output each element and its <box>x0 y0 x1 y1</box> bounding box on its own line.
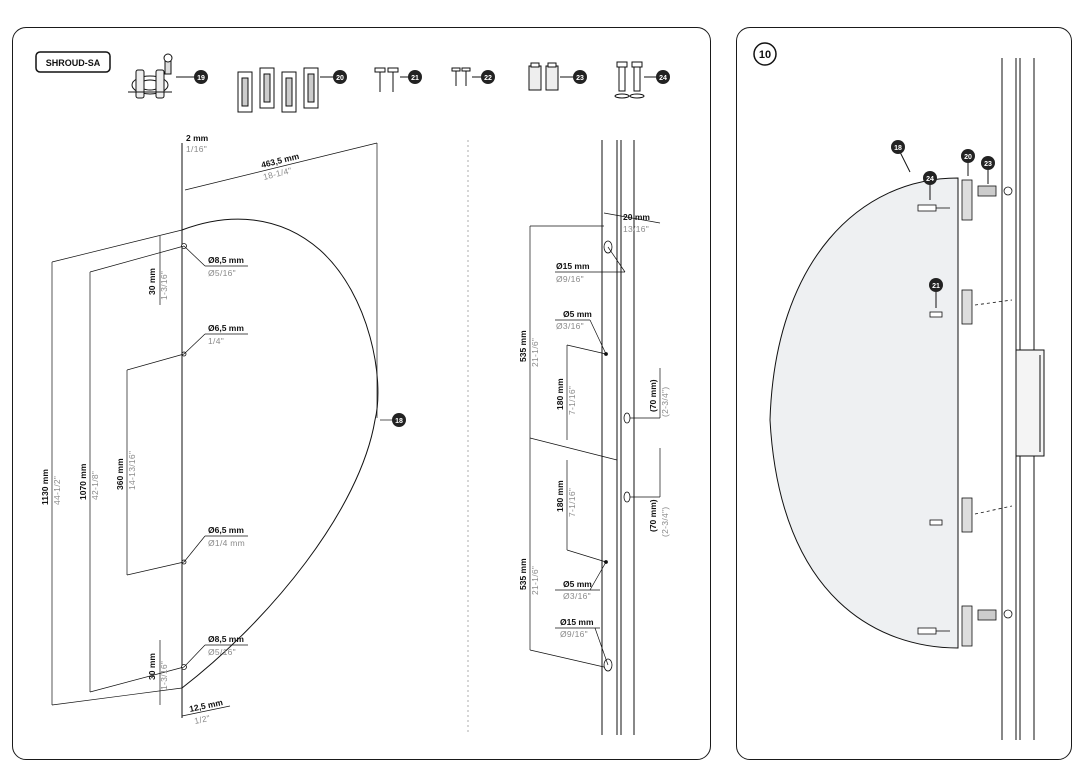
mid-dimension-lines <box>529 212 661 668</box>
callout-22: 22 <box>472 70 495 84</box>
svg-text:SHROUD-SA: SHROUD-SA <box>46 58 101 68</box>
svg-text:Ø5 mm: Ø5 mm <box>563 579 592 589</box>
svg-text:21: 21 <box>932 283 940 290</box>
svg-text:Ø5/16": Ø5/16" <box>208 268 236 278</box>
svg-text:Ø5/16": Ø5/16" <box>208 647 236 657</box>
callout-18-left: 18 <box>392 413 406 427</box>
left-dimension-lines <box>51 142 393 717</box>
svg-text:7-1/16": 7-1/16" <box>567 488 577 517</box>
svg-text:(2-3/4"): (2-3/4") <box>660 387 670 417</box>
svg-text:30 mm: 30 mm <box>147 268 157 295</box>
svg-text:10: 10 <box>759 49 771 61</box>
bolt-icons-24 <box>614 61 645 99</box>
svg-text:360 mm: 360 mm <box>115 458 125 490</box>
svg-text:42-1/8": 42-1/8" <box>90 471 100 500</box>
callout-24: 24 <box>644 70 670 84</box>
svg-text:18: 18 <box>395 418 403 425</box>
svg-text:18: 18 <box>894 145 902 152</box>
svg-text:7-1/16": 7-1/16" <box>567 386 577 415</box>
svg-text:Ø1/4 mm: Ø1/4 mm <box>208 538 245 548</box>
svg-text:22: 22 <box>484 75 492 82</box>
callout-20-right: 20 <box>961 149 975 176</box>
callout-19: 19 <box>176 70 208 84</box>
kit-label-badge: SHROUD-SA <box>35 51 111 73</box>
parts-callouts: 19 20 21 22 23 24 <box>176 70 670 84</box>
svg-text:30 mm: 30 mm <box>147 653 157 680</box>
spacer-plate-icons <box>237 67 319 113</box>
svg-text:24: 24 <box>659 75 667 82</box>
svg-text:23: 23 <box>576 75 584 82</box>
callout-18-right: 18 <box>891 140 911 173</box>
svg-text:19: 19 <box>197 75 205 82</box>
svg-text:(70 mm): (70 mm) <box>648 379 658 412</box>
svg-text:1/2": 1/2" <box>193 713 211 726</box>
svg-text:20: 20 <box>964 154 972 161</box>
svg-text:Ø9/16": Ø9/16" <box>560 629 588 639</box>
svg-text:Ø6,5 mm: Ø6,5 mm <box>208 525 244 535</box>
callout-23: 23 <box>560 70 587 84</box>
svg-text:44-1/2": 44-1/2" <box>52 476 62 505</box>
callout-20: 20 <box>320 70 347 84</box>
callout-24-right: 24 <box>923 171 937 200</box>
svg-text:180 mm: 180 mm <box>555 378 565 410</box>
svg-text:Ø9/16": Ø9/16" <box>556 274 584 284</box>
svg-text:21-1/6": 21-1/6" <box>530 566 540 595</box>
callout-21-right: 21 <box>929 278 943 308</box>
wall-profile <box>601 140 635 735</box>
svg-text:(70 mm): (70 mm) <box>648 499 658 532</box>
svg-text:21: 21 <box>411 75 419 82</box>
clamp-part-icon <box>128 53 173 99</box>
screw-icons-21 <box>374 67 399 92</box>
svg-text:Ø6,5 mm: Ø6,5 mm <box>208 323 244 333</box>
left-panel <box>12 27 711 760</box>
svg-text:(2-3/4"): (2-3/4") <box>660 507 670 537</box>
callout-21: 21 <box>400 70 422 84</box>
svg-text:21-1/6": 21-1/6" <box>530 338 540 367</box>
shroud-panel-shape <box>769 177 959 649</box>
svg-text:1/16": 1/16" <box>186 144 207 154</box>
right-callouts: 18 24 20 23 21 <box>891 140 995 308</box>
svg-text:20 mm: 20 mm <box>623 212 650 222</box>
svg-text:1130 mm: 1130 mm <box>40 469 50 505</box>
svg-text:13/16": 13/16" <box>623 224 649 234</box>
callout-23-right: 23 <box>981 156 995 184</box>
svg-text:24: 24 <box>926 176 934 183</box>
svg-text:180 mm: 180 mm <box>555 480 565 512</box>
svg-text:535 mm: 535 mm <box>518 558 528 590</box>
screw-icons-22 <box>451 67 471 86</box>
svg-text:20: 20 <box>336 75 344 82</box>
shroud-outline <box>181 143 379 718</box>
svg-text:1070 mm: 1070 mm <box>78 463 88 500</box>
svg-text:Ø5 mm: Ø5 mm <box>563 309 592 319</box>
svg-text:Ø3/16": Ø3/16" <box>556 321 584 331</box>
svg-text:1-3/16": 1-3/16" <box>159 271 169 300</box>
svg-text:535 mm: 535 mm <box>518 330 528 362</box>
step-number-badge: 10 <box>753 42 777 66</box>
svg-text:12,5 mm: 12,5 mm <box>188 697 224 714</box>
anchor-icons-23 <box>528 62 559 91</box>
mid-dimension-labels: 20 mm 13/16" Ø15 mm Ø9/16" Ø5 mm Ø3/16" … <box>518 212 670 639</box>
svg-text:Ø15 mm: Ø15 mm <box>556 261 590 271</box>
left-dimension-labels: 2 mm 1/16" 463,5 mm 18-1/4" 1130 mm 44-1… <box>40 133 301 726</box>
svg-text:Ø8,5 mm: Ø8,5 mm <box>208 634 244 644</box>
svg-text:2 mm: 2 mm <box>186 133 209 143</box>
right-wall <box>1001 58 1045 740</box>
svg-text:1-3/16": 1-3/16" <box>159 661 169 690</box>
svg-text:Ø8,5 mm: Ø8,5 mm <box>208 255 244 265</box>
svg-text:23: 23 <box>984 161 992 168</box>
svg-text:1/4": 1/4" <box>208 336 224 346</box>
svg-text:14-13/16": 14-13/16" <box>127 451 137 490</box>
hardware-assembly <box>917 179 1013 647</box>
svg-text:Ø15 mm: Ø15 mm <box>560 617 594 627</box>
svg-text:Ø3/16": Ø3/16" <box>563 591 591 601</box>
